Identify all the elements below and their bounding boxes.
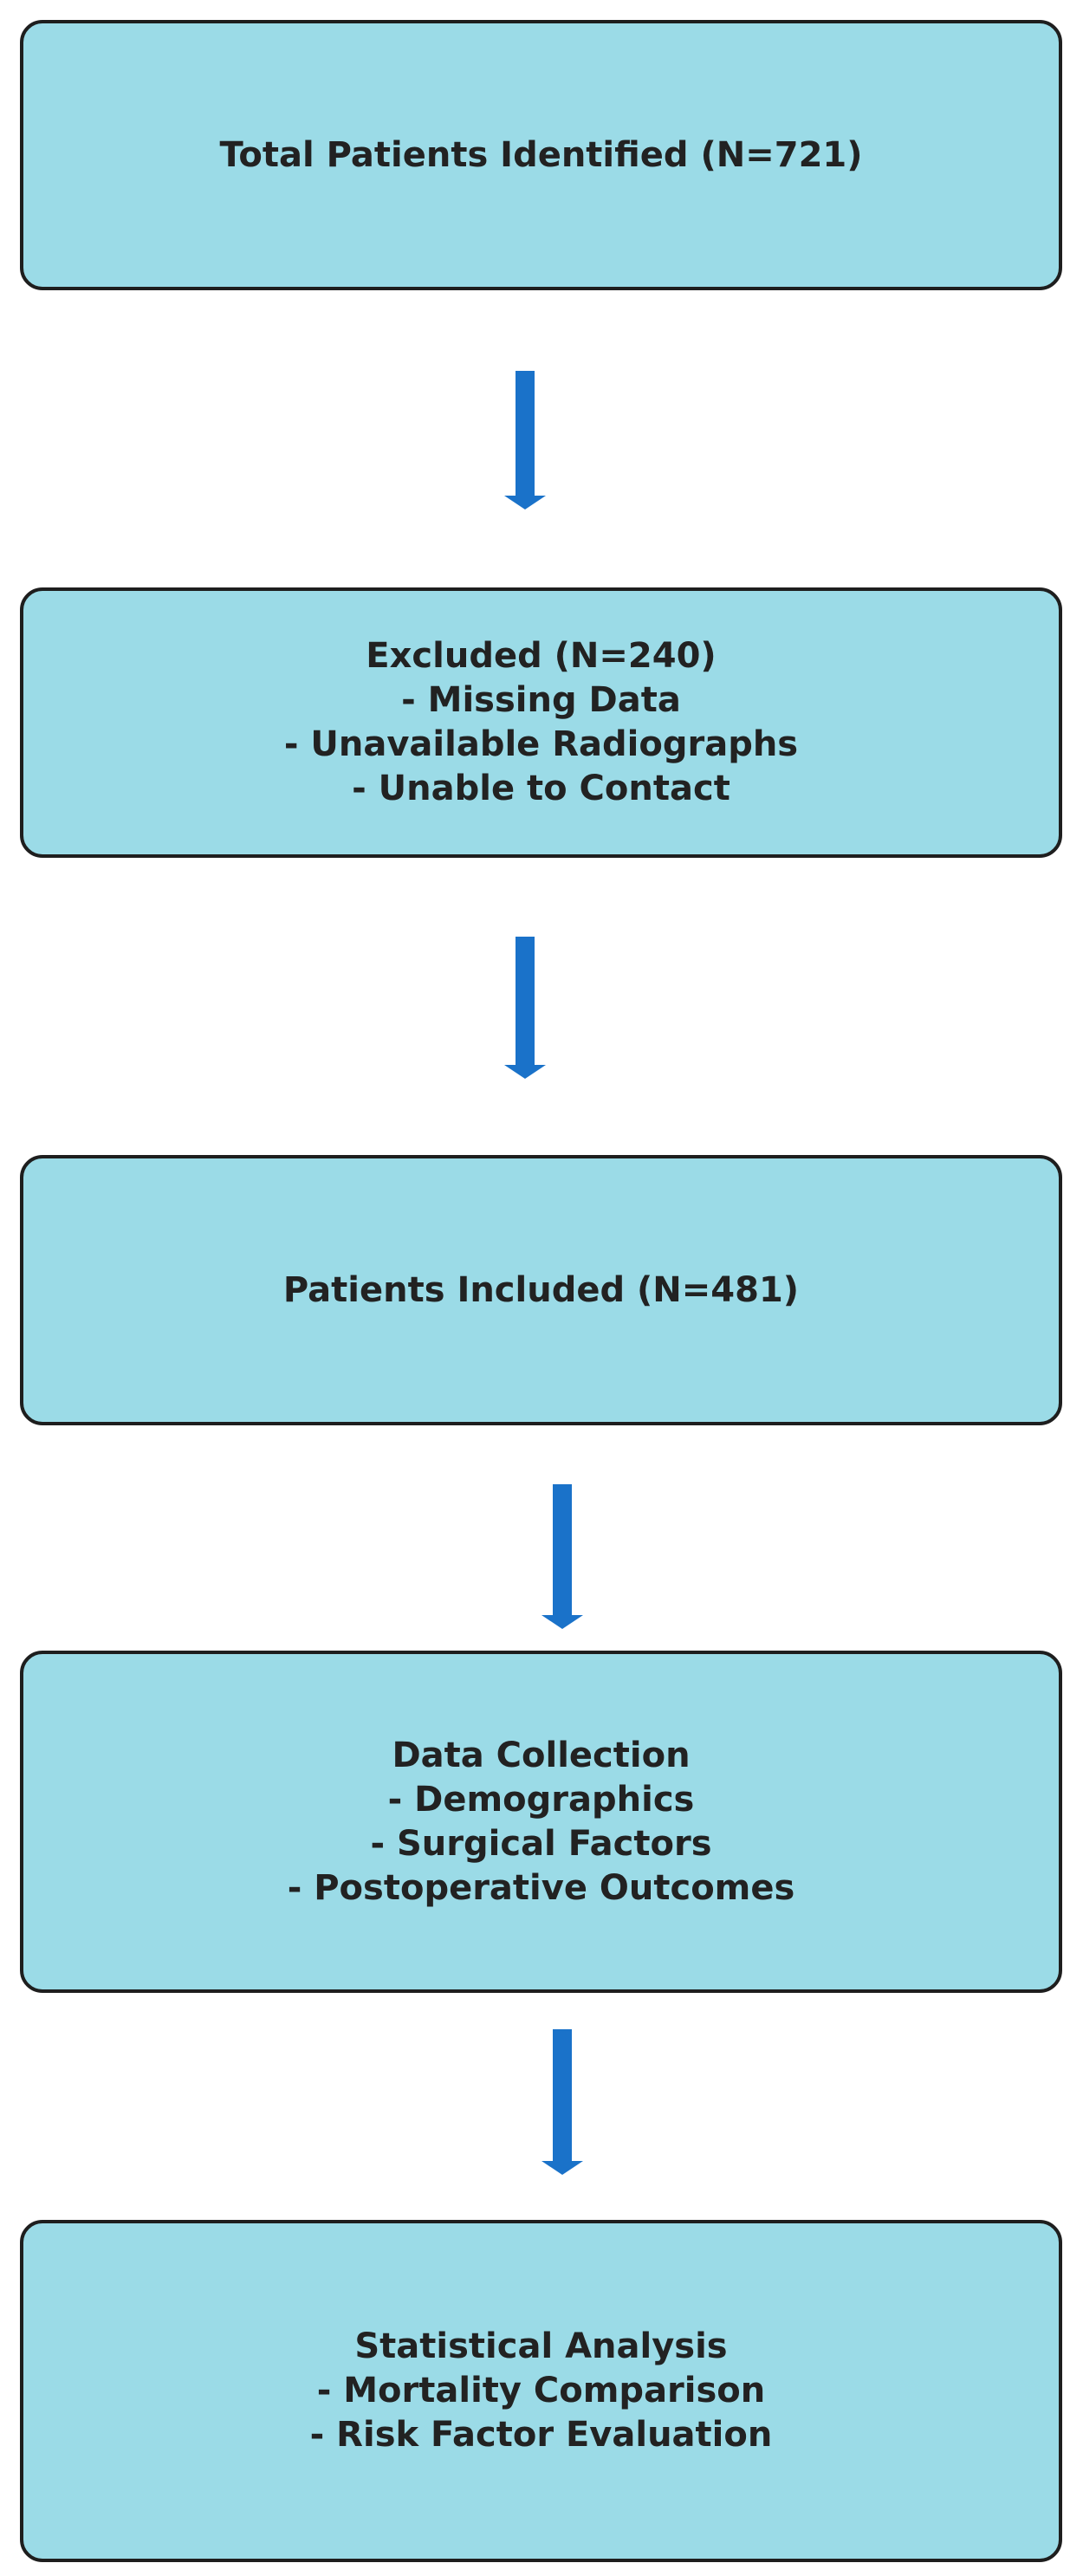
down-arrow-icon <box>504 371 546 509</box>
down-arrow-icon <box>504 937 546 1079</box>
step-text: Statistical Analysis - Mortality Compari… <box>310 2325 773 2457</box>
step-detail: - Demographics <box>387 1779 695 1820</box>
down-arrow <box>499 371 551 509</box>
step-box-statistical-analysis: Statistical Analysis - Mortality Compari… <box>20 2220 1062 2562</box>
down-arrow <box>536 1484 588 1629</box>
down-arrow <box>536 2029 588 2175</box>
step-box-excluded: Excluded (N=240) - Missing Data - Unavai… <box>20 587 1062 858</box>
step-title: Patients Included (N=481) <box>282 1269 800 1310</box>
step-text: Excluded (N=240) - Missing Data - Unavai… <box>284 634 798 811</box>
step-box-included: Patients Included (N=481) <box>20 1155 1062 1425</box>
step-detail: - Unavailable Radiographs <box>283 724 799 764</box>
down-arrow-icon <box>542 2029 583 2175</box>
step-detail: - Missing Data <box>401 680 681 720</box>
step-detail: - Postoperative Outcomes <box>287 1867 795 1908</box>
down-arrow <box>499 937 551 1079</box>
step-box-data-collection: Data Collection - Demographics - Surgica… <box>20 1651 1062 1993</box>
step-title: Total Patients Identified (N=721) <box>219 134 863 175</box>
down-arrow-icon <box>542 1484 583 1629</box>
step-box-total-patients: Total Patients Identified (N=721) <box>20 20 1062 290</box>
step-title: Data Collection <box>392 1735 691 1775</box>
step-title: Statistical Analysis <box>354 2326 728 2366</box>
step-text: Patients Included (N=481) <box>283 1269 799 1313</box>
step-detail: - Mortality Comparison <box>316 2371 766 2411</box>
step-detail: - Surgical Factors <box>370 1823 712 1864</box>
step-title: Excluded (N=240) <box>366 636 717 676</box>
step-detail: - Risk Factor Evaluation <box>309 2415 773 2455</box>
step-detail: - Unable to Contact <box>352 769 730 808</box>
step-text: Total Patients Identified (N=721) <box>219 133 862 178</box>
step-text: Data Collection - Demographics - Surgica… <box>288 1734 795 1911</box>
